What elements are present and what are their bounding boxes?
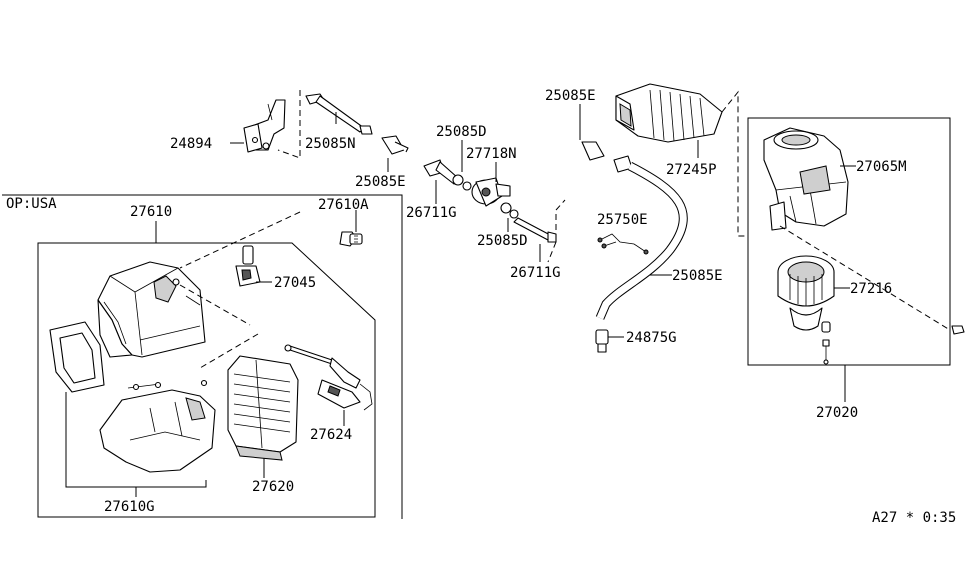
- bracket-24894-part: [243, 99, 286, 153]
- joint-25085e-a-part: [381, 135, 409, 155]
- valve-27718n-part: [471, 177, 511, 207]
- callout-27245p: 27245P: [666, 162, 717, 178]
- intake-27065m-part: [763, 127, 849, 231]
- dash-core: [199, 333, 259, 369]
- callout-27216: 27216: [850, 281, 892, 297]
- dash-blower-screw: [779, 225, 951, 331]
- rod-26711g-b-part: [513, 217, 557, 243]
- dash-26711g-b2: [547, 241, 557, 263]
- dash-27610a: [179, 211, 301, 269]
- callout-27610g: 27610G: [104, 499, 155, 515]
- callout-26711g-b: 26711G: [510, 265, 561, 281]
- callout-27065m: 27065M: [856, 159, 907, 175]
- callout-25085e-a: 25085E: [355, 174, 406, 190]
- clip-25085d-b-part: [500, 202, 519, 219]
- wire-25750e-part: [597, 233, 649, 255]
- blower-fan-27216-part: [777, 255, 835, 365]
- valve-24875g-part: [595, 329, 609, 353]
- connector-27624-part: [317, 379, 361, 409]
- clip-25085d-a-part: [452, 174, 472, 191]
- callout-27610a: 27610A: [318, 197, 369, 213]
- dash-actuator: [179, 284, 251, 326]
- callout-27620: 27620: [252, 479, 294, 495]
- heater-case-part: [97, 261, 206, 358]
- lower-case-part: [99, 379, 216, 473]
- sensor-rod-part: [284, 344, 373, 411]
- dash-26711g-b: [555, 199, 566, 240]
- callout-25085e-b: 25085E: [545, 88, 596, 104]
- actuator-27045-part: [235, 245, 261, 287]
- callout-25750e: 25750E: [597, 212, 648, 228]
- gasket-part: [49, 321, 105, 393]
- callout-27045: 27045: [274, 275, 316, 291]
- callout-25085e-c: 25085E: [672, 268, 723, 284]
- footer-code: A27 * 0:35: [872, 510, 956, 526]
- callout-27624: 27624: [310, 427, 352, 443]
- hose-25085e-part: [595, 155, 688, 320]
- duct-27245p-part: [615, 83, 723, 143]
- callout-25085d-b: 25085D: [477, 233, 528, 249]
- heater-core-part: [227, 355, 299, 461]
- bolt-27610a-part: [339, 231, 363, 247]
- callout-27610: 27610: [130, 204, 172, 220]
- callout-25085n: 25085N: [305, 136, 356, 152]
- callout-25085d-a: 25085D: [436, 124, 487, 140]
- screw-part: [951, 325, 965, 335]
- section-label: OP:USA: [6, 196, 57, 212]
- joint-25085e-b-part: [581, 141, 605, 161]
- callout-27718n: 27718N: [466, 146, 517, 162]
- dash-24894: [277, 90, 301, 159]
- op-usa-frame: OP:USA: [2, 194, 403, 519]
- callout-24875g: 24875G: [626, 330, 677, 346]
- heater-unit-box: [37, 221, 376, 518]
- callout-24894: 24894: [170, 136, 212, 152]
- callout-26711g-a: 26711G: [406, 205, 457, 221]
- callout-labels: 24894 25085N 25085E 26711G 25085D 27718N…: [104, 88, 956, 526]
- callout-27020: 27020: [816, 405, 858, 421]
- rod-25085n-part: [305, 93, 373, 135]
- dash-27245p: [721, 90, 748, 237]
- blower-box: [747, 117, 951, 402]
- rod-26711g-a-part: [423, 159, 459, 185]
